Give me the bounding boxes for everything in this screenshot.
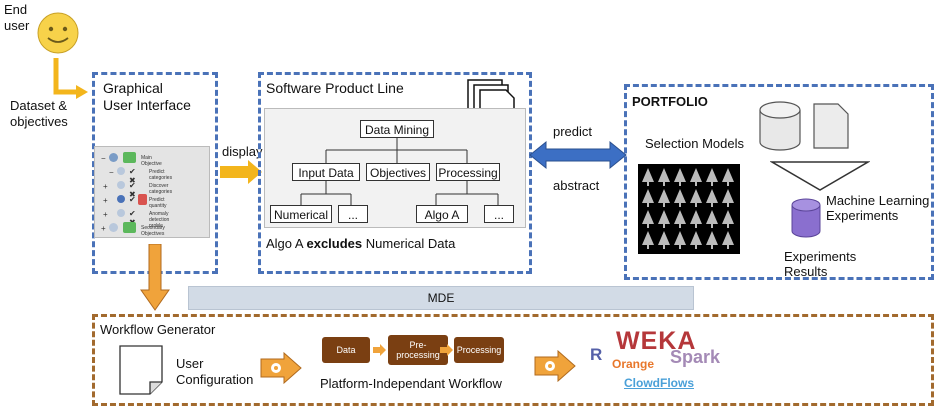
workflow-step-processing[interactable]: Processing (454, 337, 504, 363)
tree-glyph-icon (658, 168, 670, 186)
node-objectives[interactable]: Objectives (366, 163, 430, 181)
check-icon: ✔ ✖ (129, 167, 136, 185)
check-icon: ✔ ✖ (129, 181, 136, 199)
workflow-box (92, 314, 934, 406)
smiley-face-icon (37, 12, 79, 54)
tree-glyph-icon (722, 231, 734, 249)
dataset-objectives-label: Dataset & objectives (10, 98, 68, 129)
tree-glyph-icon (674, 231, 686, 249)
node-ellipsis-processing[interactable]: ... (484, 205, 514, 223)
tree-glyph-icon (690, 231, 702, 249)
tree-glyph-icon (706, 210, 718, 228)
tree-glyph-icon (642, 210, 654, 228)
portfolio-box (624, 84, 934, 280)
tree-glyph-icon (722, 210, 734, 228)
tree-glyph-icon (722, 168, 734, 186)
experiments-down-arrow (770, 161, 870, 191)
workflow-step-data[interactable]: Data (322, 337, 370, 363)
display-arrow (220, 160, 262, 184)
check-icon (123, 152, 136, 163)
database-icon (759, 101, 801, 151)
predict-label: predict (553, 124, 593, 139)
gui-screenshot: − Main Objective − ✔ ✖ Predict categorie… (94, 146, 210, 238)
tree-glyph-icon (690, 168, 702, 186)
workflow-title: Workflow Generator (100, 322, 216, 337)
feature-tree-lines (300, 136, 499, 205)
tree-glyph-icon (674, 189, 686, 207)
pie-icon (117, 181, 125, 189)
pie-icon (109, 153, 118, 162)
pie-icon (117, 167, 125, 175)
tree-glyph-icon (642, 168, 654, 186)
config-to-workflow-arrow (260, 352, 302, 384)
tree-glyph-icon (706, 168, 718, 186)
experiments-database-icon (791, 198, 821, 238)
check-icon: ✔ (129, 195, 136, 204)
document-icon (813, 103, 849, 149)
ml-experiments-label: Machine Learning Experiments (826, 193, 930, 223)
portfolio-title: PORTFOLIO (632, 94, 708, 109)
spl-title: Software Product Line (266, 80, 404, 96)
selection-models-label: Selection Models (645, 136, 744, 151)
tree-glyph-icon (722, 189, 734, 207)
workflow-step-preprocessing[interactable]: Pre- processing (388, 335, 448, 365)
orange-logo: Orange (612, 357, 655, 371)
selection-models-grid (638, 164, 740, 254)
tree-glyph-icon (642, 189, 654, 207)
tree-glyph-icon (690, 210, 702, 228)
r-logo: R (590, 345, 603, 364)
tree-glyph-icon (658, 231, 670, 249)
gui-to-workflow-arrow (140, 244, 170, 311)
tree-glyph-icon (642, 231, 654, 249)
gui-title: Graphical User Interface (103, 80, 191, 113)
tree-glyph-icon (706, 231, 718, 249)
weka-logo: WEKA (616, 327, 697, 355)
user-config-document-icon (119, 345, 163, 395)
spark-logo: Spark (670, 347, 721, 367)
user-to-gui-arrow (53, 58, 88, 99)
workflow-to-platforms-arrow (534, 350, 576, 382)
end-user-label: End user (4, 2, 30, 33)
cross-icon (138, 194, 147, 205)
mde-bar: MDE (188, 286, 694, 310)
tree-glyph-icon (706, 189, 718, 207)
spl-box (258, 72, 532, 274)
node-numerical[interactable]: Numerical (270, 205, 332, 223)
spl-constraint: Algo A excludes Numerical Data (266, 236, 456, 251)
step-arrow-icon (440, 344, 453, 356)
display-label: display (222, 144, 263, 159)
check-icon (123, 222, 136, 233)
tree-glyph-icon (674, 168, 686, 186)
pie-icon (117, 195, 125, 203)
user-configuration-label: User Configuration (176, 356, 254, 387)
node-processing[interactable]: Processing (436, 163, 500, 181)
node-algo-a[interactable]: Algo A (416, 205, 468, 223)
tree-glyph-icon (690, 189, 702, 207)
tree-glyph-icon (658, 189, 670, 207)
node-input-data[interactable]: Input Data (292, 163, 360, 181)
tree-glyph-icon (658, 210, 670, 228)
experiments-results-label: Experiments Results (784, 249, 857, 279)
tree-glyph-icon (674, 210, 686, 228)
abstract-label: abstract (553, 178, 600, 193)
workflow-caption: Platform-Independant Workflow (320, 376, 502, 391)
node-data-mining[interactable]: Data Mining (360, 120, 434, 138)
pie-icon (109, 223, 118, 232)
clowdflows-logo: ClowdFlows (624, 376, 694, 390)
step-arrow-icon (373, 344, 386, 356)
node-ellipsis-input[interactable]: ... (338, 205, 368, 223)
pie-icon (117, 209, 125, 217)
predict-abstract-arrow (529, 140, 627, 170)
